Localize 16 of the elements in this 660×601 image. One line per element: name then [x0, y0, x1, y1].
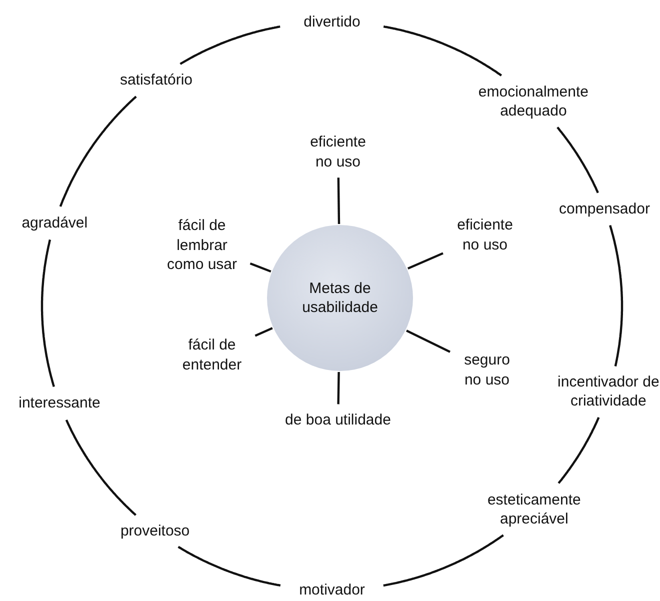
ring-arc [383, 25, 502, 76]
ring-arc [59, 96, 137, 207]
ring-arc [40, 239, 55, 387]
ring-arc [609, 225, 624, 367]
ring-arc [556, 126, 599, 194]
ring-arc [383, 534, 504, 587]
ring-arc [558, 416, 600, 484]
spoke-line [407, 252, 444, 270]
spoke-line [254, 327, 273, 337]
ring-arc [180, 26, 280, 65]
ring-arc [178, 546, 281, 587]
spoke-line [337, 178, 340, 224]
ring-arc [65, 419, 136, 516]
spoke-line [337, 372, 340, 404]
spoke-line [406, 330, 450, 353]
spoke-line [250, 262, 272, 273]
